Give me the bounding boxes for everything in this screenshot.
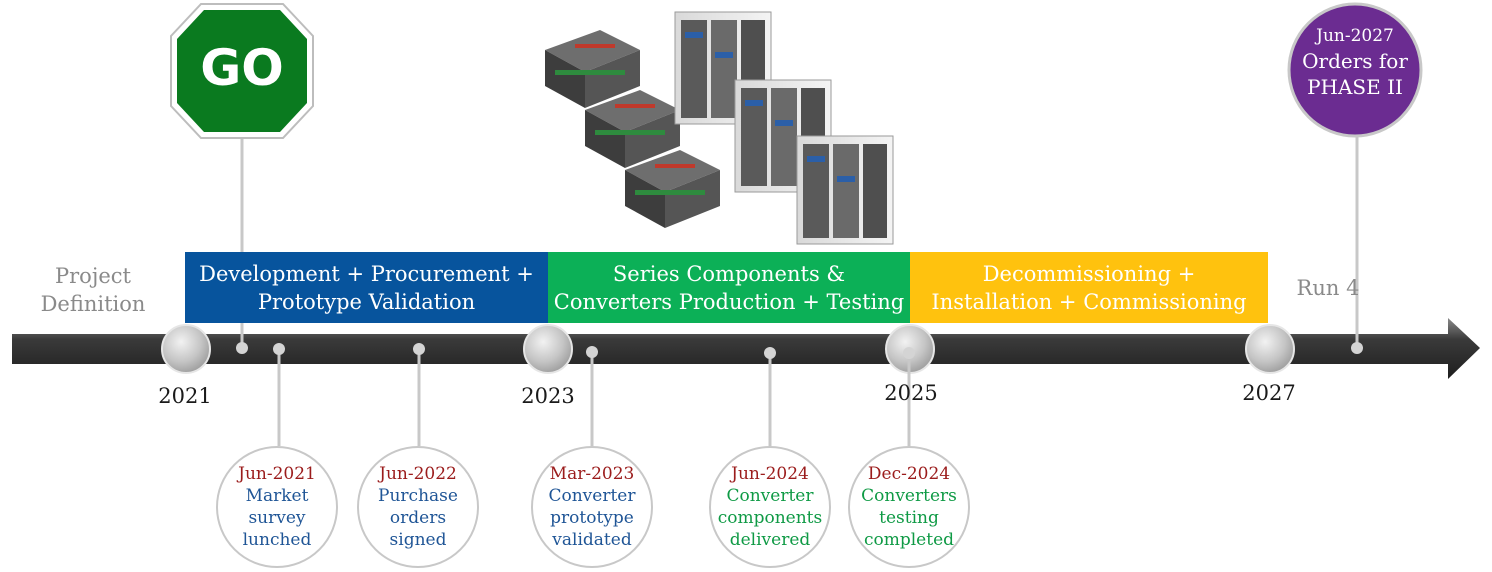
phase-development: Development + Procurement + Prototype Va…	[185, 252, 548, 323]
dot-jun-2027	[1351, 342, 1363, 354]
dot-jun-2024	[764, 347, 776, 359]
final-milestone-text: Jun-2027 Orders for PHASE II	[1302, 26, 1408, 99]
final-milestone-circle	[1287, 2, 1423, 138]
run4-label: Run 4	[1296, 276, 1360, 300]
go-sign-label: GO	[200, 39, 284, 97]
converter-modules-illustration	[545, 30, 720, 228]
year-2025: 2025	[884, 381, 938, 405]
milestone-mar-2023: Mar-2023 Converter prototype validated	[531, 446, 653, 568]
timeline-dots	[236, 342, 1363, 359]
dot-jun-2022	[413, 343, 425, 355]
dot-go	[236, 342, 248, 354]
timeline-arrow	[12, 318, 1480, 379]
project-definition-label: Project Definition	[40, 264, 146, 316]
year-knobs	[161, 324, 1295, 374]
year-2027: 2027	[1242, 381, 1296, 405]
milestone-jun-2021: Jun-2021 Market survey lunched	[216, 446, 338, 568]
phase-production: Series Components & Converters Productio…	[548, 252, 910, 323]
milestone-jun-2022: Jun-2022 Purchase orders signed	[357, 446, 479, 568]
milestone-jun-2024: Jun-2024 Converter components delivered	[709, 446, 831, 568]
milestone-dec-2024: Dec-2024 Converters testing completed	[848, 446, 970, 568]
phase-installation: Decommissioning + Installation + Commiss…	[910, 252, 1268, 323]
dot-mar-2023	[586, 346, 598, 358]
year-2021: 2021	[158, 384, 212, 408]
year-knob-2027	[1245, 324, 1295, 374]
year-knob-2023	[523, 324, 573, 374]
dot-dec-2024	[903, 347, 915, 359]
go-sign-icon	[170, 3, 314, 139]
year-2023: 2023	[521, 384, 575, 408]
year-knob-2021	[161, 324, 211, 374]
dot-jun-2021	[273, 343, 285, 355]
converter-cabinets-illustration	[674, 11, 894, 245]
